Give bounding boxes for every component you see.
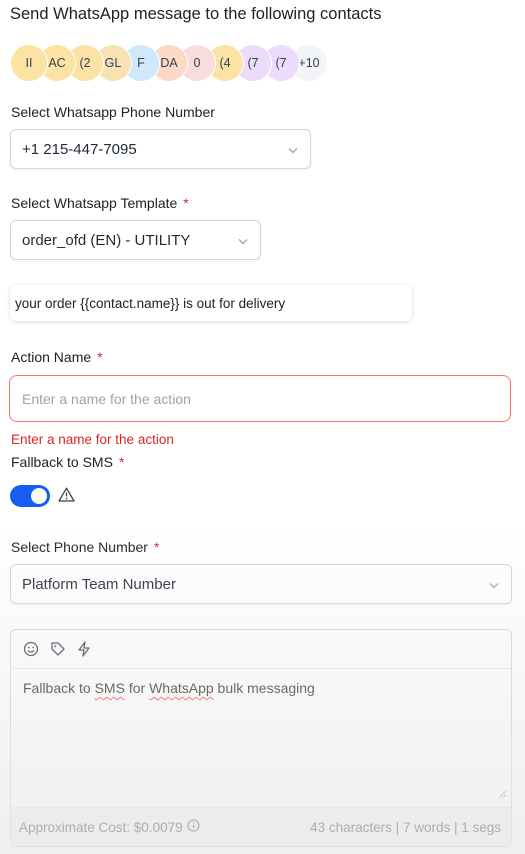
action-name-input[interactable] — [9, 375, 511, 422]
required-mark: * — [97, 349, 103, 365]
whatsapp-number-label-text: Select Whatsapp Phone Number — [11, 104, 215, 120]
whatsapp-number-select[interactable]: +1 215-447-7095 — [10, 129, 311, 169]
misspelled-word: WhatsApp — [149, 680, 214, 696]
template-label: Select Whatsapp Template * — [11, 195, 189, 211]
phone-number-select[interactable]: Platform Team Number — [10, 564, 512, 604]
emoji-icon[interactable] — [23, 641, 39, 657]
editor-message[interactable]: Fallback to SMS for WhatsApp bulk messag… — [23, 680, 315, 696]
contact-avatar[interactable]: 0 — [178, 44, 216, 82]
action-name-error: Enter a name for the action — [11, 432, 174, 447]
warning-icon[interactable] — [58, 487, 75, 507]
message-text: Fallback to — [23, 680, 95, 696]
resize-handle-icon[interactable] — [497, 786, 507, 804]
editor-toolbar — [11, 630, 511, 669]
fallback-label-text: Fallback to SMS — [11, 454, 113, 470]
template-select[interactable]: order_ofd (EN) - UTILITY — [10, 220, 261, 260]
required-mark: * — [118, 454, 125, 470]
approximate-cost: Approximate Cost: $0.0079 — [19, 819, 200, 835]
whatsapp-number-value: +1 215-447-7095 — [22, 140, 137, 158]
template-value: order_ofd (EN) - UTILITY — [22, 231, 191, 249]
cost-text: Approximate Cost: $0.0079 — [19, 819, 183, 835]
tag-icon[interactable] — [50, 641, 66, 657]
chevron-down-icon — [238, 232, 248, 249]
required-mark: * — [183, 195, 189, 211]
toggle-knob — [31, 488, 47, 504]
required-mark: * — [153, 539, 160, 555]
chevron-down-icon — [288, 141, 298, 158]
message-stats: 43 characters | 7 words | 1 segs — [310, 819, 501, 835]
action-name-label: Action Name * — [11, 349, 103, 365]
chevron-down-icon — [489, 576, 499, 593]
misspelled-word: SMS — [94, 680, 125, 696]
fallback-label: Fallback to SMS * — [11, 454, 124, 470]
page-title: Send WhatsApp message to the following c… — [10, 5, 382, 23]
message-text: bulk messaging — [213, 680, 315, 696]
contact-avatar[interactable]: F — [122, 44, 160, 82]
phone-number-label: Select Phone Number * — [11, 539, 159, 555]
message-text: for — [124, 680, 150, 696]
fallback-toggle[interactable] — [10, 485, 50, 507]
whatsapp-number-label: Select Whatsapp Phone Number — [11, 104, 215, 120]
info-icon[interactable] — [187, 819, 200, 835]
editor-footer: Approximate Cost: $0.0079 43 characters … — [11, 807, 511, 846]
action-name-label-text: Action Name — [11, 349, 92, 365]
phone-number-label-text: Select Phone Number — [11, 539, 148, 555]
template-preview: your order {{contact.name}} is out for d… — [10, 285, 412, 321]
lightning-icon[interactable] — [77, 641, 91, 657]
contact-avatar[interactable]: (7 — [262, 44, 300, 82]
sms-editor[interactable]: Fallback to SMS for WhatsApp bulk messag… — [10, 629, 512, 847]
contact-avatar[interactable]: II — [10, 44, 48, 82]
template-label-text: Select Whatsapp Template — [11, 195, 178, 211]
phone-number-value: Platform Team Number — [22, 575, 176, 593]
